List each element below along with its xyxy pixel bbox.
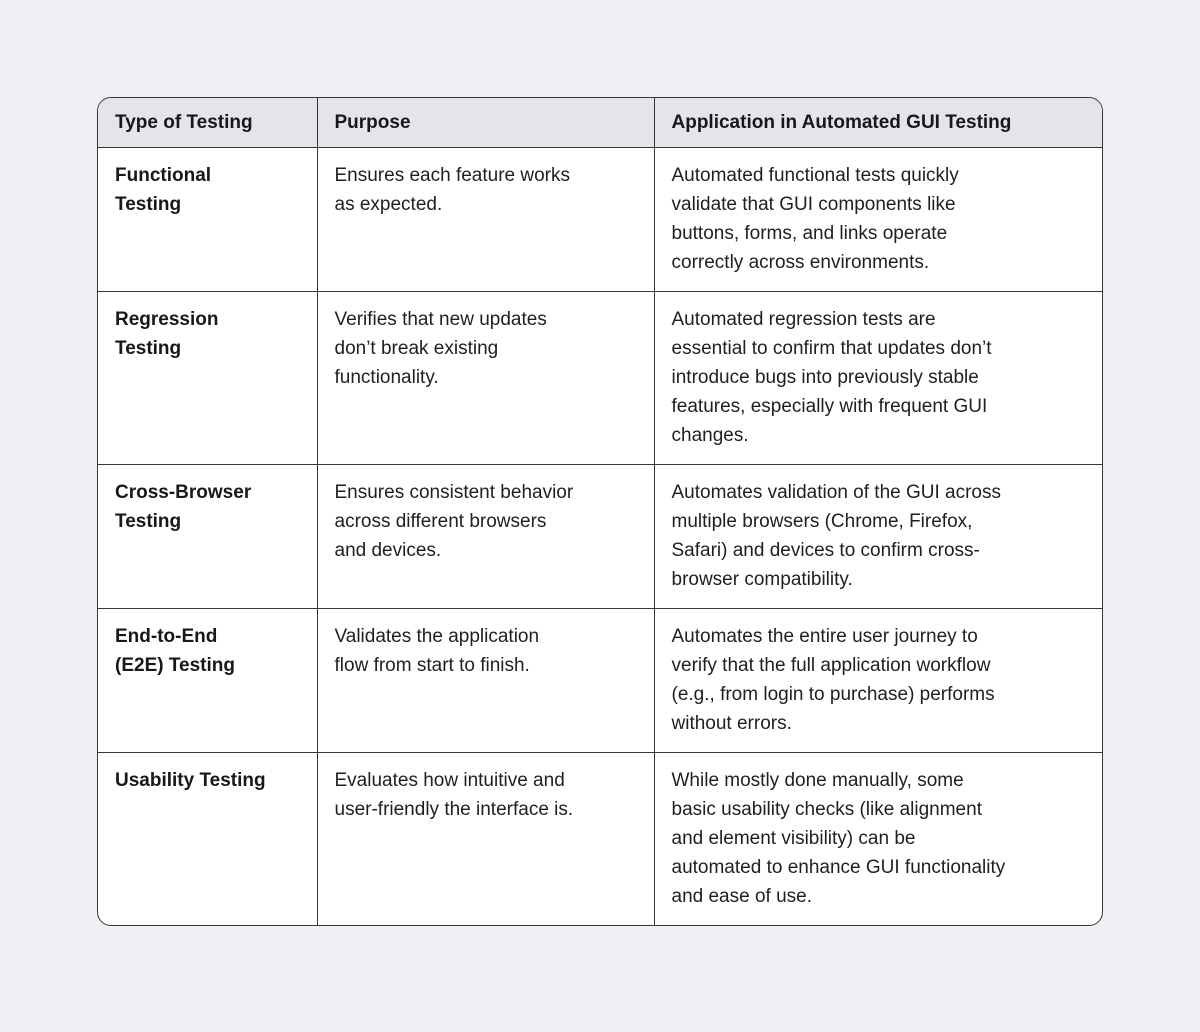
- testing-comparison-table: Type of Testing Purpose Application in A…: [98, 98, 1102, 925]
- cell-purpose-cross-browser: Ensures consistent behavior across diffe…: [316, 464, 655, 609]
- cell-application-usability: While mostly done manually, some basic u…: [653, 752, 1102, 925]
- cell-type-regression: Regression Testing: [98, 291, 318, 465]
- cell-application-cross-browser: Automates validation of the GUI across m…: [653, 464, 1102, 609]
- cell-type-functional: Functional Testing: [98, 147, 318, 292]
- cell-purpose-regression: Verifies that new updates don’t break ex…: [316, 291, 655, 465]
- header-row: Type of Testing Purpose Application in A…: [98, 98, 1102, 148]
- cell-application-functional: Automated functional tests quickly valid…: [653, 147, 1102, 292]
- table-row: End-to-End (E2E) Testing Validates the a…: [98, 608, 1102, 753]
- cell-purpose-usability: Evaluates how intuitive and user-friendl…: [316, 752, 655, 925]
- cell-application-e2e: Automates the entire user journey to ver…: [653, 608, 1102, 753]
- table-row: Usability Testing Evaluates how intuitiv…: [98, 752, 1102, 925]
- table-row: Cross-Browser Testing Ensures consistent…: [98, 464, 1102, 609]
- cell-purpose-e2e: Validates the application flow from star…: [316, 608, 655, 753]
- column-header-type-of-testing: Type of Testing: [98, 98, 318, 148]
- column-header-application: Application in Automated GUI Testing: [653, 98, 1102, 148]
- cell-application-regression: Automated regression tests are essential…: [653, 291, 1102, 465]
- cell-type-cross-browser: Cross-Browser Testing: [98, 464, 318, 609]
- column-header-purpose: Purpose: [316, 98, 655, 148]
- testing-table-card: Type of Testing Purpose Application in A…: [97, 97, 1103, 926]
- cell-purpose-functional: Ensures each feature works as expected.: [316, 147, 655, 292]
- cell-type-e2e: End-to-End (E2E) Testing: [98, 608, 318, 753]
- table-row: Functional Testing Ensures each feature …: [98, 147, 1102, 292]
- table-row: Regression Testing Verifies that new upd…: [98, 291, 1102, 465]
- cell-type-usability: Usability Testing: [98, 752, 318, 925]
